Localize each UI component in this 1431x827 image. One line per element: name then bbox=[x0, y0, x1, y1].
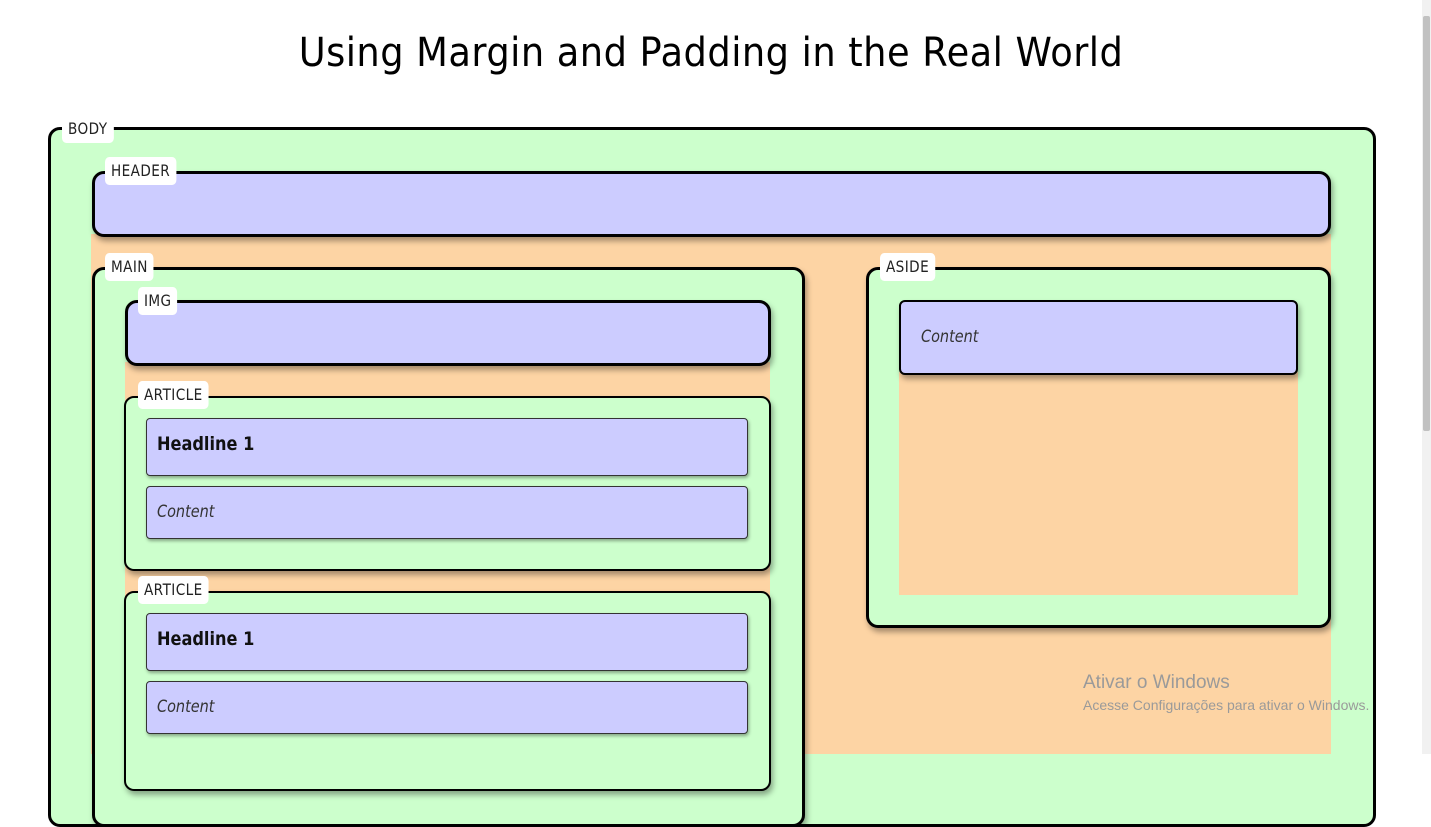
aside-content-block: Content bbox=[899, 300, 1298, 375]
content-block: Content bbox=[146, 486, 748, 539]
content-text: Content bbox=[921, 327, 979, 347]
content-block: Content bbox=[146, 681, 748, 734]
content-text: Content bbox=[157, 502, 215, 522]
scrollbar-thumb[interactable] bbox=[1423, 16, 1430, 431]
headline-block: Headline 1 bbox=[146, 613, 748, 671]
body-label: BODY bbox=[62, 115, 114, 143]
img-box bbox=[125, 300, 771, 366]
article-box: Headline 1 Content bbox=[124, 591, 771, 791]
page-title: Using Margin and Padding in the Real Wor… bbox=[298, 30, 1124, 76]
article-label: ARTICLE bbox=[138, 576, 209, 604]
activation-watermark-title: Ativar o Windows bbox=[1083, 672, 1230, 693]
headline-text: Headline 1 bbox=[157, 628, 255, 650]
aside-content-area bbox=[899, 372, 1298, 595]
activation-watermark-subtitle: Acesse Configurações para ativar o Windo… bbox=[1083, 697, 1370, 713]
headline-block: Headline 1 bbox=[146, 418, 748, 476]
article-label: ARTICLE bbox=[138, 381, 209, 409]
main-label: MAIN bbox=[105, 253, 154, 281]
article-box: Headline 1 Content bbox=[124, 396, 771, 571]
aside-label: ASIDE bbox=[880, 253, 936, 281]
vertical-scrollbar[interactable] bbox=[1422, 0, 1431, 754]
img-label: IMG bbox=[138, 287, 178, 315]
header-label: HEADER bbox=[105, 157, 177, 185]
headline-text: Headline 1 bbox=[157, 433, 255, 455]
content-text: Content bbox=[157, 697, 215, 717]
header-box bbox=[92, 171, 1331, 237]
